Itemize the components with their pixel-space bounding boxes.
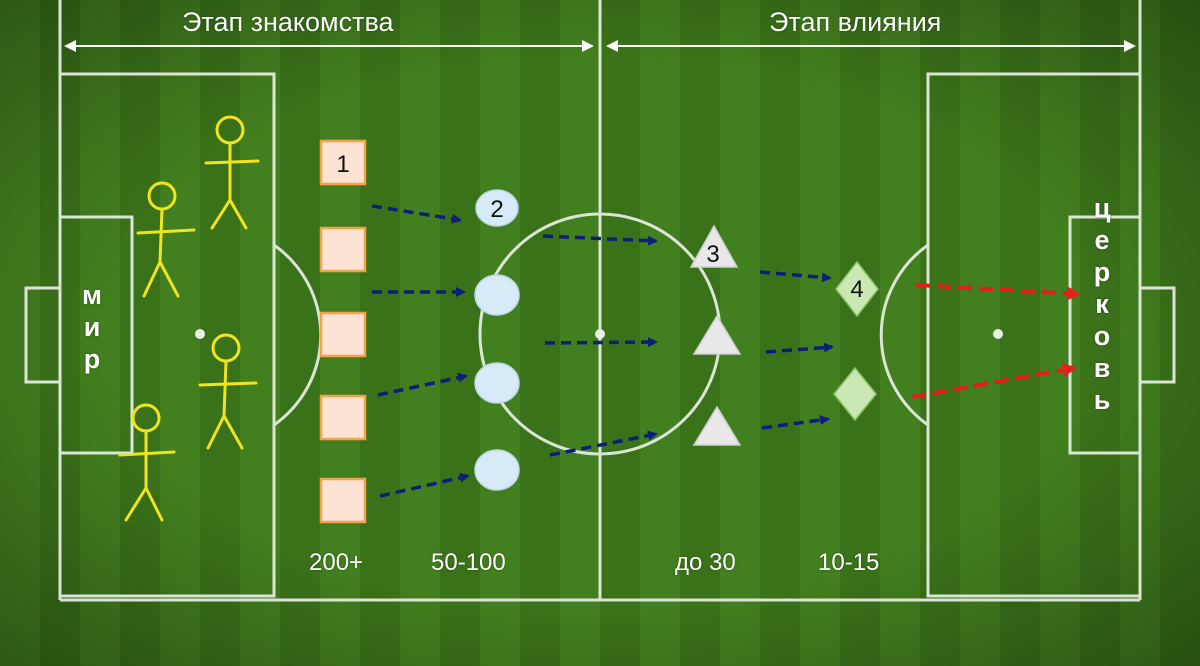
stage-4-number: 4 (850, 276, 863, 303)
church-letter: ц (1093, 193, 1111, 223)
circle-shape (474, 362, 520, 404)
stick-figure (204, 115, 260, 230)
stick-figure (198, 333, 258, 450)
penalty-spot-right (993, 329, 1003, 339)
phase-dimension-lines (64, 40, 1136, 52)
arrow (759, 270, 832, 283)
stage-3-count: до 30 (675, 549, 736, 576)
church-letter: е (1094, 225, 1110, 255)
circle-shape (474, 449, 520, 491)
stage-1-squares (319, 139, 367, 524)
stage-1-count: 200+ (309, 549, 364, 576)
stage-2-number: 2 (490, 196, 503, 223)
stage-2-count: 50-100 (431, 549, 506, 576)
phase-label-influence: Этап влияния (769, 7, 942, 37)
triangle-shape (692, 405, 742, 446)
square-shape (319, 139, 367, 186)
penalty-spot-left (195, 329, 205, 339)
diamond-shape (835, 260, 879, 318)
triangle-shape (692, 314, 742, 355)
stage-3-triangles (689, 224, 742, 446)
square-shape (319, 477, 367, 524)
square-shape (319, 311, 367, 358)
stage-3-number: 3 (706, 241, 719, 268)
stage-4-diamonds (833, 260, 879, 422)
arrow (915, 283, 1081, 301)
church-letter: в (1093, 353, 1111, 383)
circle-shape (475, 189, 519, 227)
stage-2-circles (474, 189, 520, 491)
center-spot (595, 329, 605, 339)
pitch-lines (24, 0, 1176, 602)
stick-figures (118, 115, 260, 522)
arrow (911, 363, 1077, 399)
progression-arrows (371, 204, 834, 498)
world-letter: м (82, 280, 102, 310)
square-shape (319, 394, 367, 441)
arrow (761, 415, 830, 430)
stick-figure (136, 181, 196, 298)
church-letter: р (1093, 257, 1111, 287)
church-letter: к (1095, 289, 1109, 319)
arrow (549, 430, 658, 457)
stage-1-number: 1 (336, 151, 349, 178)
circle-shape (474, 274, 520, 316)
church-letter: о (1093, 321, 1111, 351)
world-letter: и (83, 312, 101, 342)
phase-label-acquaintance: Этап знакомства (182, 7, 394, 37)
arrow (765, 342, 834, 354)
world-letter: р (83, 344, 101, 374)
arrow (542, 234, 658, 246)
stage-4-count: 10-15 (818, 549, 880, 576)
church-label: ц е р к о в ь (1086, 192, 1118, 416)
church-letter: ь (1093, 385, 1111, 415)
triangle-shape (689, 224, 739, 268)
world-label: м и р (76, 279, 108, 375)
stick-figure (118, 403, 176, 522)
diamond-shape (833, 366, 877, 422)
square-shape (319, 226, 367, 273)
church-arrows (911, 283, 1081, 399)
arrow (544, 337, 658, 348)
